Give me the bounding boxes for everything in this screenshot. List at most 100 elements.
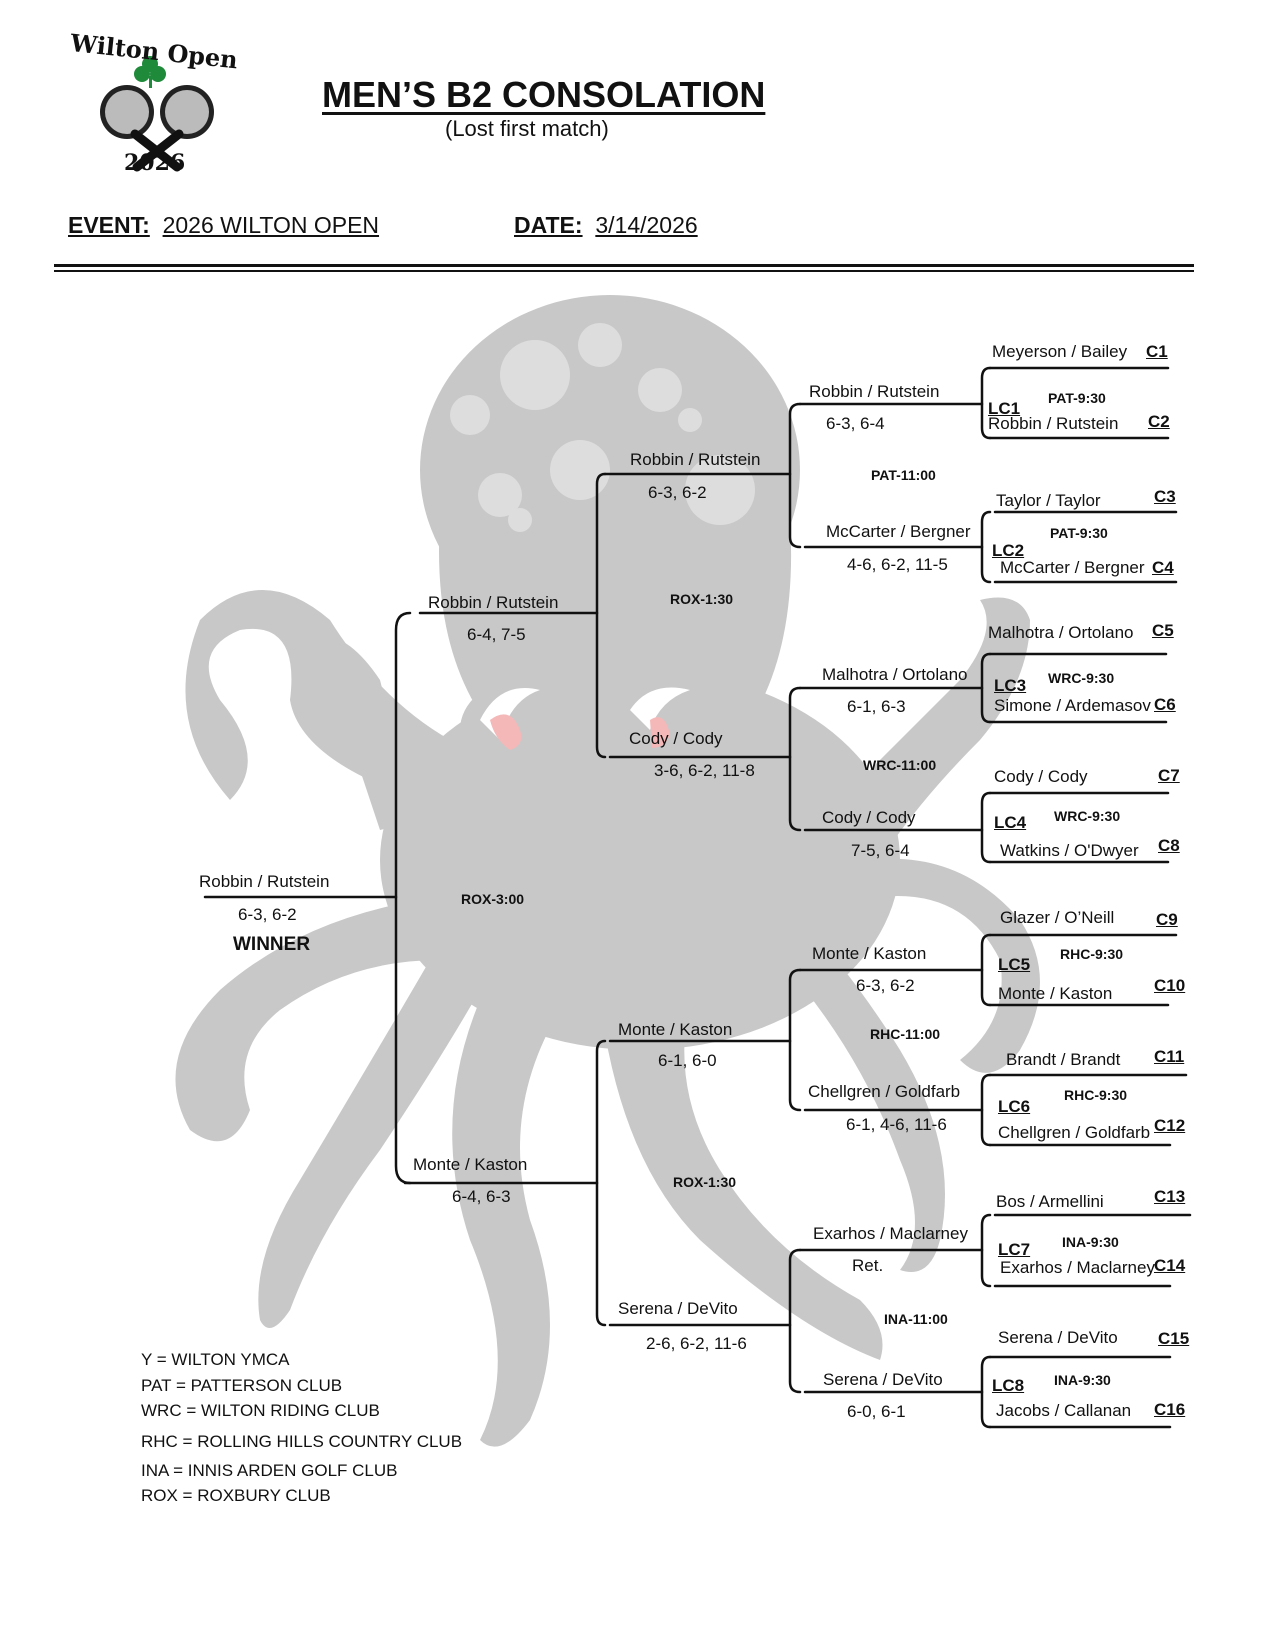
r1-code: C16 [1154, 1400, 1186, 1419]
match-schedule: INA-9:30 [1054, 1372, 1111, 1388]
r1-code: C5 [1152, 621, 1174, 640]
champion-score: 6-3, 6-2 [238, 905, 297, 924]
match-schedule: WRC-11:00 [863, 757, 937, 773]
r1-team: Serena / DeVito [998, 1328, 1118, 1347]
r1-code: C11 [1154, 1047, 1185, 1066]
match-schedule: WRC-9:30 [1054, 808, 1121, 824]
r1-code: C3 [1154, 487, 1176, 506]
r1-team: Jacobs / Callanan [996, 1401, 1132, 1420]
r1-team: Brandt / Brandt [1006, 1050, 1121, 1069]
r1-team: Glazer / O’Neill [1000, 908, 1115, 927]
r3-score: 6-3, 6-2 [648, 483, 707, 502]
r3-team: Cody / Cody [629, 729, 723, 748]
page-subtitle: (Lost first match) [445, 116, 609, 141]
r3-team: Serena / DeVito [618, 1299, 738, 1318]
legend-item: WRC = WILTON RIDING CLUB [141, 1401, 380, 1420]
r2-score: 6-3, 6-4 [826, 414, 885, 433]
match-schedule: WRC-9:30 [1048, 670, 1115, 686]
match-schedule: PAT-11:00 [871, 467, 936, 483]
r4-score: 6-4, 6-3 [452, 1187, 511, 1206]
r1-code: C8 [1158, 836, 1180, 855]
r2-team: Serena / DeVito [823, 1370, 943, 1389]
r1-team: Watkins / O'Dwyer [1000, 841, 1139, 860]
r1-code: C13 [1154, 1187, 1186, 1206]
event-value: 2026 WILTON OPEN [162, 212, 380, 238]
header-divider [54, 264, 1194, 267]
r1-team: Meyerson / Bailey [992, 342, 1128, 361]
r1-team: Exarhos / Maclarney [1000, 1258, 1155, 1277]
date-value: 3/14/2026 [595, 212, 698, 238]
r1-code: C2 [1148, 412, 1170, 431]
legend-item: ROX = ROXBURY CLUB [141, 1486, 331, 1505]
r2-score: 6-1, 6-3 [847, 697, 906, 716]
match-schedule: RHC-11:00 [870, 1026, 941, 1042]
date-label: DATE: [514, 212, 583, 238]
racket-icon [100, 85, 214, 172]
r1-code: C12 [1154, 1116, 1186, 1135]
r1-team: Simone / Ardemasov [994, 696, 1151, 715]
match-label: LC3 [994, 676, 1027, 695]
header-divider [54, 270, 1194, 272]
r1-code: C4 [1152, 558, 1174, 577]
legend-item: INA = INNIS ARDEN GOLF CLUB [141, 1461, 398, 1480]
r1-code: C10 [1154, 976, 1186, 995]
match-label: LC1 [988, 399, 1021, 418]
r2-score: 7-5, 6-4 [851, 841, 910, 860]
r2-score: 6-0, 6-1 [847, 1402, 906, 1421]
final-schedule: ROX-3:00 [461, 891, 525, 907]
r2-score: 4-6, 6-2, 11-5 [847, 555, 948, 574]
r1-code: C14 [1154, 1256, 1186, 1275]
legend-item: RHC = ROLLING HILLS COUNTRY CLUB [141, 1432, 463, 1451]
champion-team: Robbin / Rutstein [199, 872, 330, 891]
r1-code: C15 [1158, 1329, 1190, 1348]
r2-team: Monte / Kaston [812, 944, 927, 963]
r1-team: McCarter / Bergner [1000, 558, 1145, 577]
r1-team: Malhotra / Ortolano [988, 623, 1134, 642]
r1-team: Taylor / Taylor [996, 491, 1101, 510]
r2-team: Robbin / Rutstein [809, 382, 940, 401]
r3-team: Monte / Kaston [618, 1020, 733, 1039]
r1-code: C1 [1146, 342, 1168, 361]
legend-item: Y = WILTON YMCA [141, 1350, 290, 1369]
r3-score: 3-6, 6-2, 11-8 [654, 761, 755, 780]
r1-team: Robbin / Rutstein [988, 414, 1119, 433]
r2-score: 6-3, 6-2 [856, 976, 915, 995]
tournament-logo [100, 56, 214, 172]
match-schedule: RHC-9:30 [1064, 1087, 1128, 1103]
event-label: EVENT: [68, 212, 150, 238]
r2-team: Exarhos / Maclarney [813, 1224, 968, 1243]
match-label: LC4 [994, 813, 1027, 832]
match-schedule: PAT-9:30 [1048, 390, 1106, 406]
r3-team: Robbin / Rutstein [630, 450, 761, 469]
r2-team: Cody / Cody [822, 808, 916, 827]
match-label: LC2 [992, 541, 1025, 560]
r3-score: 2-6, 6-2, 11-6 [646, 1334, 747, 1353]
r1-code: C7 [1158, 766, 1180, 785]
match-schedule: ROX-1:30 [673, 1174, 737, 1190]
r2-team: McCarter / Bergner [826, 522, 971, 541]
r2-team: Malhotra / Ortolano [822, 665, 968, 684]
r4-score: 6-4, 7-5 [467, 625, 526, 644]
match-schedule: INA-11:00 [884, 1311, 948, 1327]
winner-label: WINNER [233, 934, 311, 955]
r2-score: 6-1, 4-6, 11-6 [846, 1115, 947, 1134]
match-label: LC5 [998, 955, 1031, 974]
r3-score: 6-1, 6-0 [658, 1051, 717, 1070]
match-schedule: PAT-9:30 [1050, 525, 1108, 541]
r1-code: C9 [1156, 910, 1178, 929]
r4-team: Robbin / Rutstein [428, 593, 559, 612]
r2-team: Chellgren / Goldfarb [808, 1082, 961, 1101]
match-label: LC8 [992, 1376, 1025, 1395]
event-field: EVENT: 2026 WILTON OPEN [68, 212, 379, 239]
match-label: LC7 [998, 1240, 1031, 1259]
match-schedule: ROX-1:30 [670, 591, 734, 607]
r1-team: Monte / Kaston [998, 984, 1113, 1003]
page-title: MEN’S B2 CONSOLATION [322, 74, 766, 115]
r1-team: Cody / Cody [994, 767, 1088, 786]
r1-team: Bos / Armellini [996, 1192, 1104, 1211]
logo-year: 2026 [124, 150, 186, 176]
r1-team: Chellgren / Goldfarb [998, 1123, 1151, 1142]
r2-score: Ret. [852, 1256, 884, 1275]
